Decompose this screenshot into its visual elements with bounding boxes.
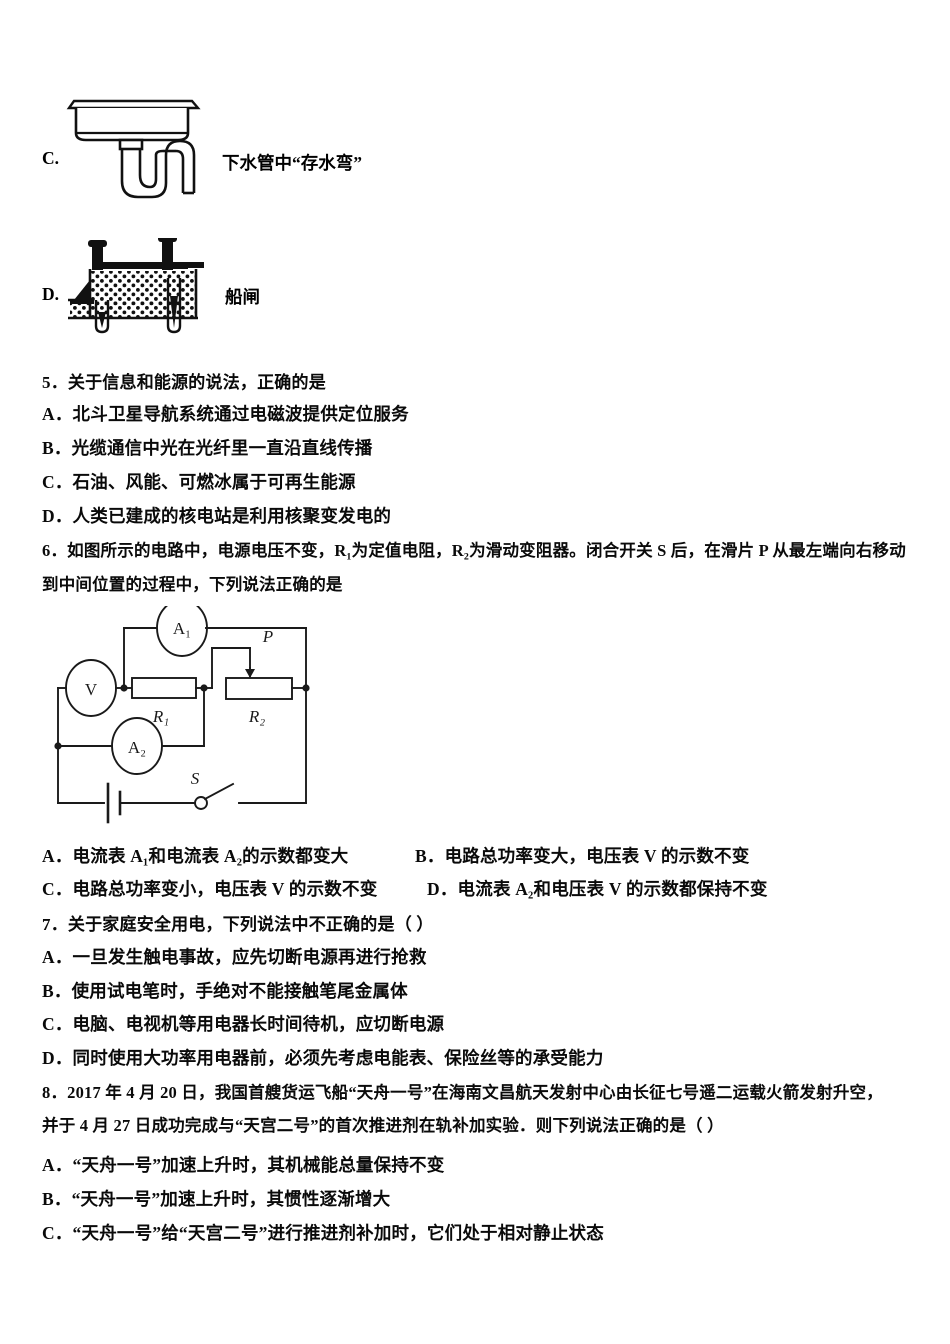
label-slider-p: P xyxy=(262,627,273,646)
question7-stem: 7．关于家庭安全用电，下列说法中不正确的是（ ） xyxy=(42,915,434,934)
question5-option-c: C．石油、风能、可燃冰属于可再生能源 xyxy=(42,472,356,492)
question6-option-a: A．电流表 A₁和电流表 A₂的示数都变大 xyxy=(42,846,349,866)
question8-option-a: A．“天舟一号”加速上升时，其机械能总量保持不变 xyxy=(42,1155,445,1175)
question6-stem-line2: 到中间位置的过程中，下列说法正确的是 xyxy=(42,575,343,594)
question5-option-d: D．人类已建成的核电站是利用核聚变发电的 xyxy=(42,506,392,526)
question7-option-d: D．同时使用大功率用电器前，必须先考虑电能表、保险丝等的承受能力 xyxy=(42,1048,604,1068)
question8-stem-line2: 并于 4 月 27 日成功完成与“天宫二号”的首次推进剂在轨补加实验．则下列说法… xyxy=(42,1116,724,1135)
label-resistor-1: R₁ xyxy=(152,707,169,726)
question5-option-a: A．北斗卫星导航系统通过电磁波提供定位服务 xyxy=(42,404,409,424)
question8-option-c: C．“天舟一号”给“天宫二号”进行推进剂补加时，它们处于相对静止状态 xyxy=(42,1223,604,1243)
sink-drain-trap-diagram xyxy=(66,93,226,203)
question5-stem: 5．关于信息和能源的说法，正确的是 xyxy=(42,373,326,392)
circuit-diagram-q6: A₁ V A₂ R₁ R₂ P S xyxy=(44,599,354,831)
option-c-letter: C. xyxy=(42,148,60,168)
question5-option-b: B．光缆通信中光在光纤里一直沿直线传播 xyxy=(42,438,373,458)
question6-option-c: C．电路总功率变小，电压表 V 的示数不变 xyxy=(42,879,378,899)
question6-option-d: D．电流表 A₂和电压表 V 的示数都保持不变 xyxy=(427,879,768,899)
option-c-caption: 下水管中“存水弯” xyxy=(222,153,362,173)
option-d-letter: D. xyxy=(42,284,60,304)
question6-stem-line1: 6．如图所示的电路中，电源电压不变，R₁为定值电阻，R₂为滑动变阻器。闭合开关 … xyxy=(42,541,906,560)
question8-option-b: B．“天舟一号”加速上升时，其惯性逐渐增大 xyxy=(42,1189,391,1209)
label-ammeter-1: A₁ xyxy=(173,619,191,638)
question6-option-b: B．电路总功率变大，电压表 V 的示数不变 xyxy=(415,846,750,866)
label-voltmeter: V xyxy=(85,680,98,699)
question7-option-a: A．一旦发生触电事故，应先切断电源再进行抢救 xyxy=(42,947,427,967)
ship-lock-diagram xyxy=(68,238,218,336)
question7-option-b: B．使用试电笔时，手绝对不能接触笔尾金属体 xyxy=(42,981,408,1001)
label-resistor-2: R₂ xyxy=(248,707,265,726)
label-switch-s: S xyxy=(191,769,200,788)
option-d-caption: 船闸 xyxy=(225,287,260,307)
question7-option-c: C．电脑、电视机等用电器长时间待机，应切断电源 xyxy=(42,1014,445,1034)
label-ammeter-2: A₂ xyxy=(128,738,146,757)
question8-stem-line1: 8．2017 年 4 月 20 日，我国首艘货运飞船“天舟一号”在海南文昌航天发… xyxy=(42,1083,883,1102)
